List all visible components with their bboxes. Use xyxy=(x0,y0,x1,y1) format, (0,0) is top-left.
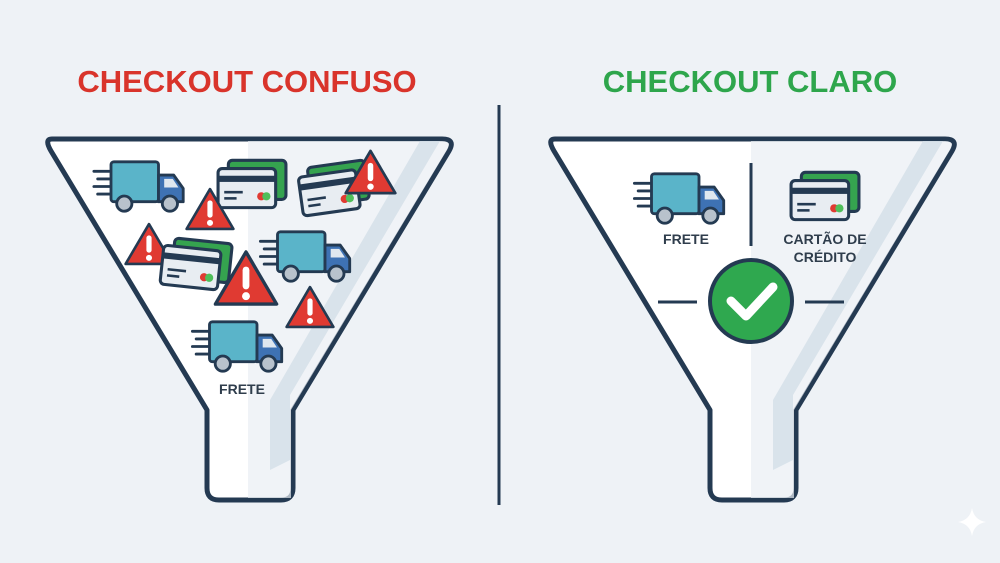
sparkle-icon xyxy=(958,508,986,536)
left-frete-label: FRETE xyxy=(219,381,265,397)
right-title: CHECKOUT CLARO xyxy=(603,64,898,99)
credit-card-icon xyxy=(158,235,234,293)
right-frete-label: FRETE xyxy=(663,231,709,247)
left-title: CHECKOUT CONFUSO xyxy=(77,64,416,99)
left-icons xyxy=(92,149,397,373)
card-label-line1: CARTÃO DE xyxy=(783,230,866,247)
checkmark-icon xyxy=(708,258,794,344)
card-label-line2: CRÉDITO xyxy=(794,249,857,265)
credit-card-icon xyxy=(216,158,288,210)
credit-card-icon xyxy=(789,170,861,222)
